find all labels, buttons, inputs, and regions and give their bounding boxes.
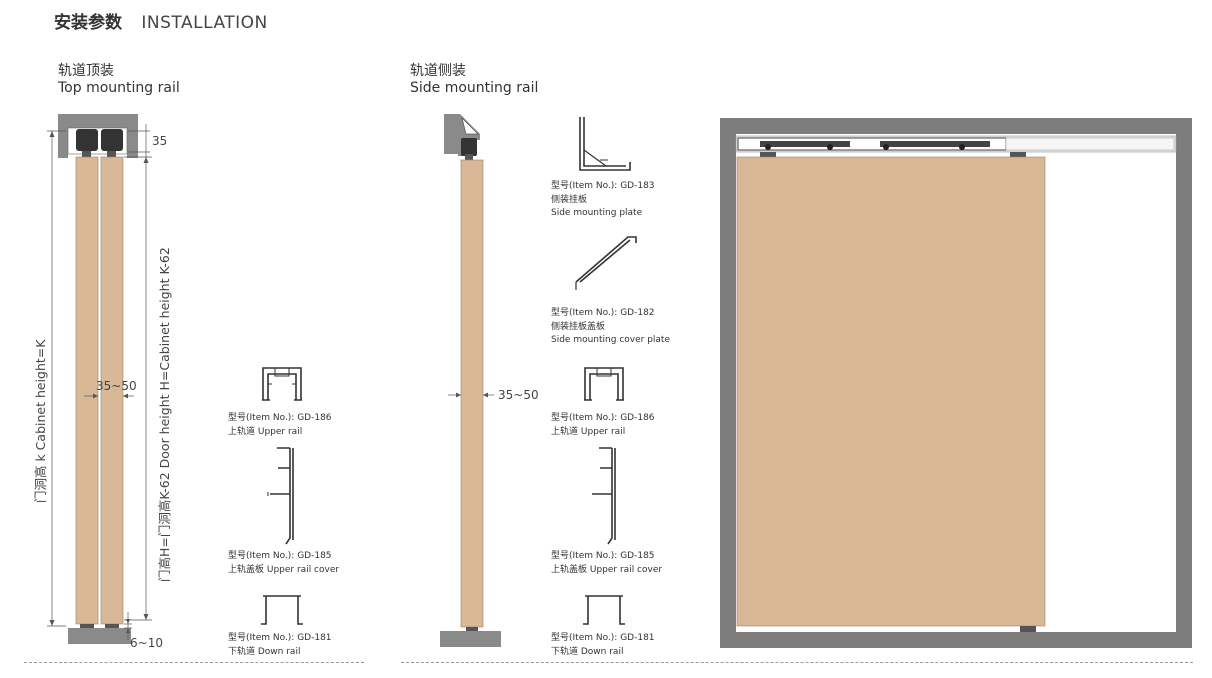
- front-view: [720, 118, 1192, 648]
- dim-cabinet-height: 门洞高 k Cabinet height=K: [33, 339, 48, 503]
- side-wall-bracket: [444, 114, 480, 156]
- profile-gd186-side: [584, 367, 624, 401]
- dim-35: 35: [152, 134, 168, 148]
- side-mounting-title-en: Side mounting rail: [410, 80, 539, 96]
- profile-gd181-top: [261, 595, 303, 625]
- profile-gd182: [575, 236, 637, 290]
- side-hanger: [461, 138, 477, 156]
- header-title-cn: 安装参数: [54, 13, 122, 33]
- top-hanger-right: [101, 129, 123, 151]
- side-mounting-title: 轨道侧装 Side mounting rail: [410, 63, 538, 97]
- top-hanger-left: [76, 129, 98, 151]
- separator-right: [401, 662, 1193, 663]
- page-header: 安装参数 INSTALLATION: [54, 8, 268, 33]
- front-door: [736, 156, 1046, 627]
- header-title-en: INSTALLATION: [141, 13, 268, 33]
- dim-bottom-gap: 6~10: [130, 636, 163, 650]
- top-door-left: [75, 156, 99, 625]
- profile-gd181-side: [583, 595, 625, 625]
- top-ceiling-block: [58, 114, 138, 158]
- side-mounting-title-cn: 轨道侧装: [410, 63, 466, 79]
- side-door: [460, 159, 484, 628]
- profile-gd185-side: [592, 447, 616, 545]
- side-floor-block: [440, 631, 501, 647]
- dim-gap-top: 35~50: [96, 379, 137, 393]
- top-mounting-title-cn: 轨道顶装: [58, 63, 114, 79]
- top-mounting-title-en: Top mounting rail: [58, 80, 180, 96]
- dim-door-height: 门高H=门洞高K-62 Door height H=Cabinet height…: [157, 247, 172, 582]
- profile-gd186-top: [262, 367, 302, 401]
- dim-gap-side: 35~50: [498, 388, 539, 402]
- top-floor-block: [68, 628, 131, 644]
- side-mount-drawing: [440, 114, 501, 647]
- top-mounting-title: 轨道顶装 Top mounting rail: [58, 63, 180, 97]
- profile-gd183: [579, 117, 631, 171]
- profile-gd185-top: [267, 447, 294, 545]
- separator-left: [24, 662, 364, 663]
- top-mount-drawing: [47, 114, 152, 644]
